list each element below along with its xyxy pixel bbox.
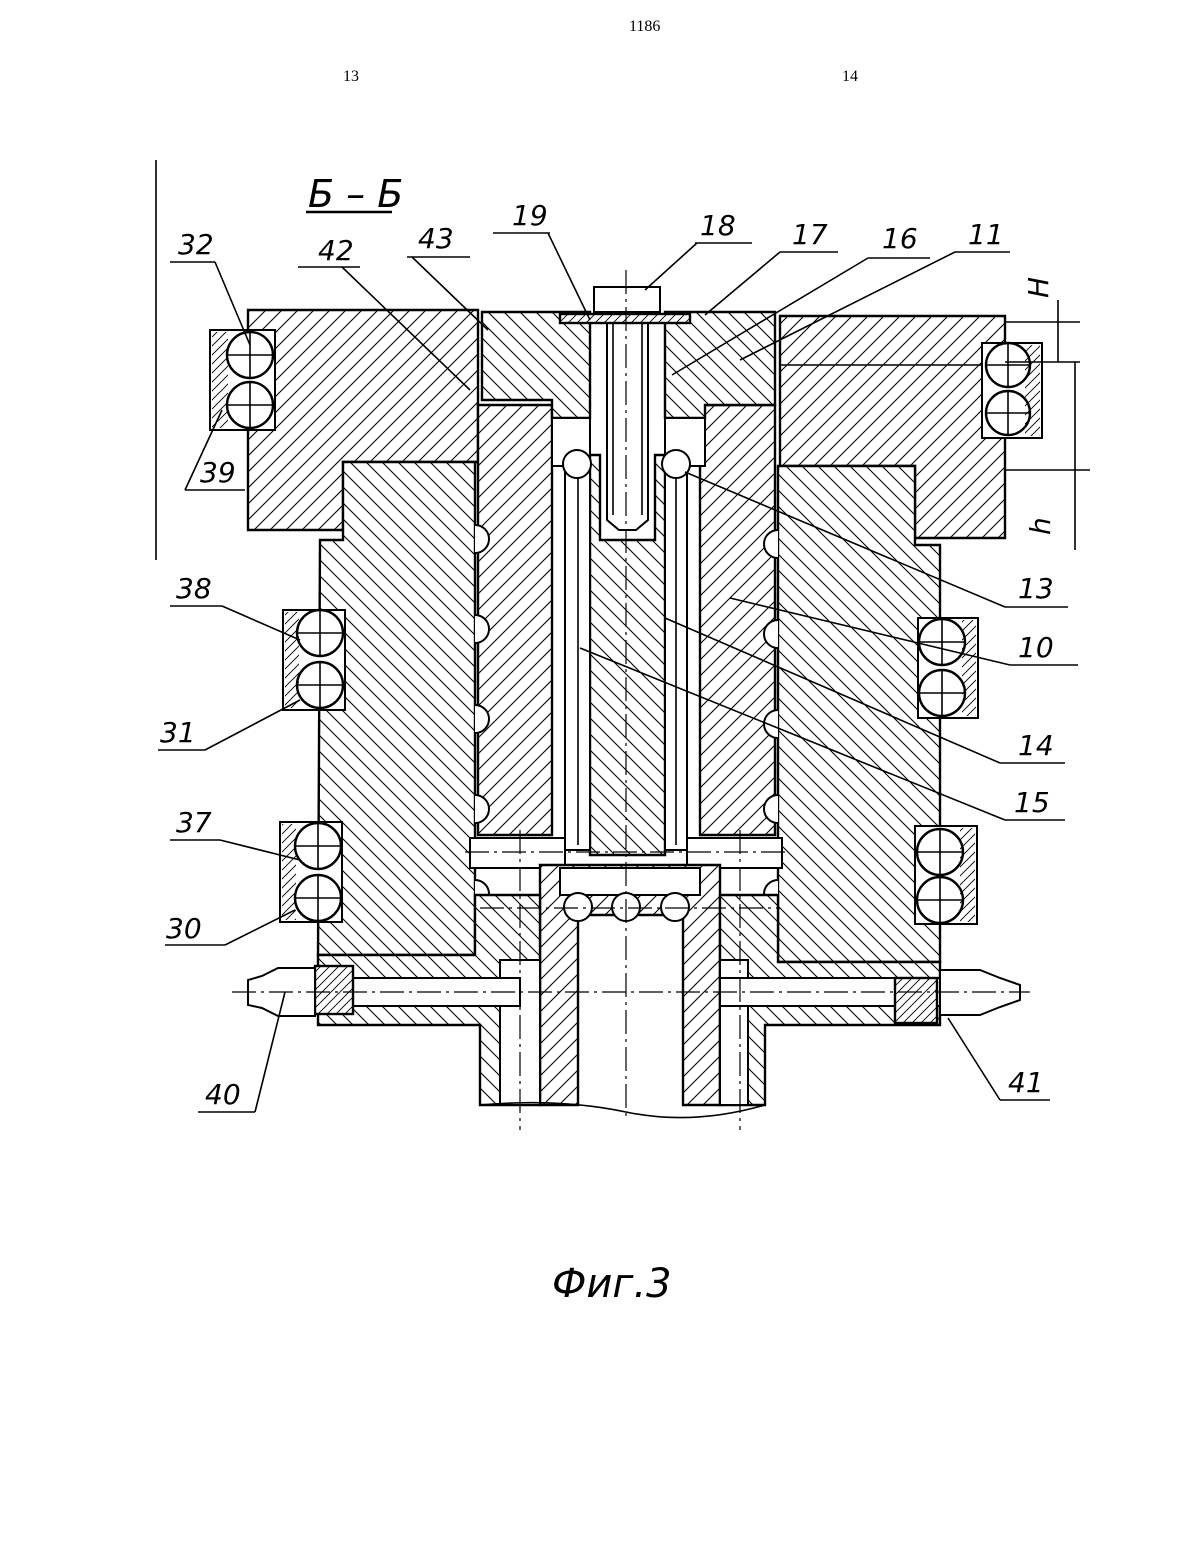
callout-32: 32 — [178, 228, 214, 261]
washer — [560, 314, 690, 323]
coil-pack-38-31 — [283, 610, 345, 710]
callout-40: 40 — [205, 1078, 241, 1111]
callout-17: 17 — [792, 218, 828, 251]
bolt-head — [594, 287, 660, 312]
insert-right — [700, 405, 775, 835]
callout-39: 39 — [200, 456, 236, 489]
coil-pack-right-low — [915, 826, 977, 924]
callout-43: 43 — [418, 222, 454, 255]
section-label: Б – Б — [308, 172, 403, 216]
callout-10: 10 — [1018, 631, 1054, 664]
callout-37: 37 — [176, 806, 212, 839]
callout-13: 13 — [1018, 572, 1054, 605]
cap-right — [665, 312, 775, 418]
insert-left — [478, 405, 552, 835]
callout-14: 14 — [1018, 729, 1054, 762]
callout-16: 16 — [882, 222, 918, 255]
figure-caption: Фиг.3 — [552, 1261, 672, 1307]
callout-18: 18 — [700, 209, 736, 242]
callout-42: 42 — [318, 234, 354, 267]
dimension-H: H — [1022, 277, 1055, 298]
callout-15: 15 — [1014, 786, 1050, 819]
coil-pack-right-mid — [918, 618, 978, 718]
dimension-h: h — [1024, 517, 1057, 535]
callout-41: 41 — [1008, 1066, 1044, 1099]
coil-pack-37-30 — [280, 822, 342, 922]
callout-19: 19 — [512, 199, 548, 232]
callout-11: 11 — [968, 218, 1004, 251]
callout-31: 31 — [160, 716, 196, 749]
cap-left — [482, 312, 590, 418]
callout-38: 38 — [176, 572, 212, 605]
callout-30: 30 — [166, 912, 202, 945]
coil-pack-right-top — [982, 343, 1042, 438]
